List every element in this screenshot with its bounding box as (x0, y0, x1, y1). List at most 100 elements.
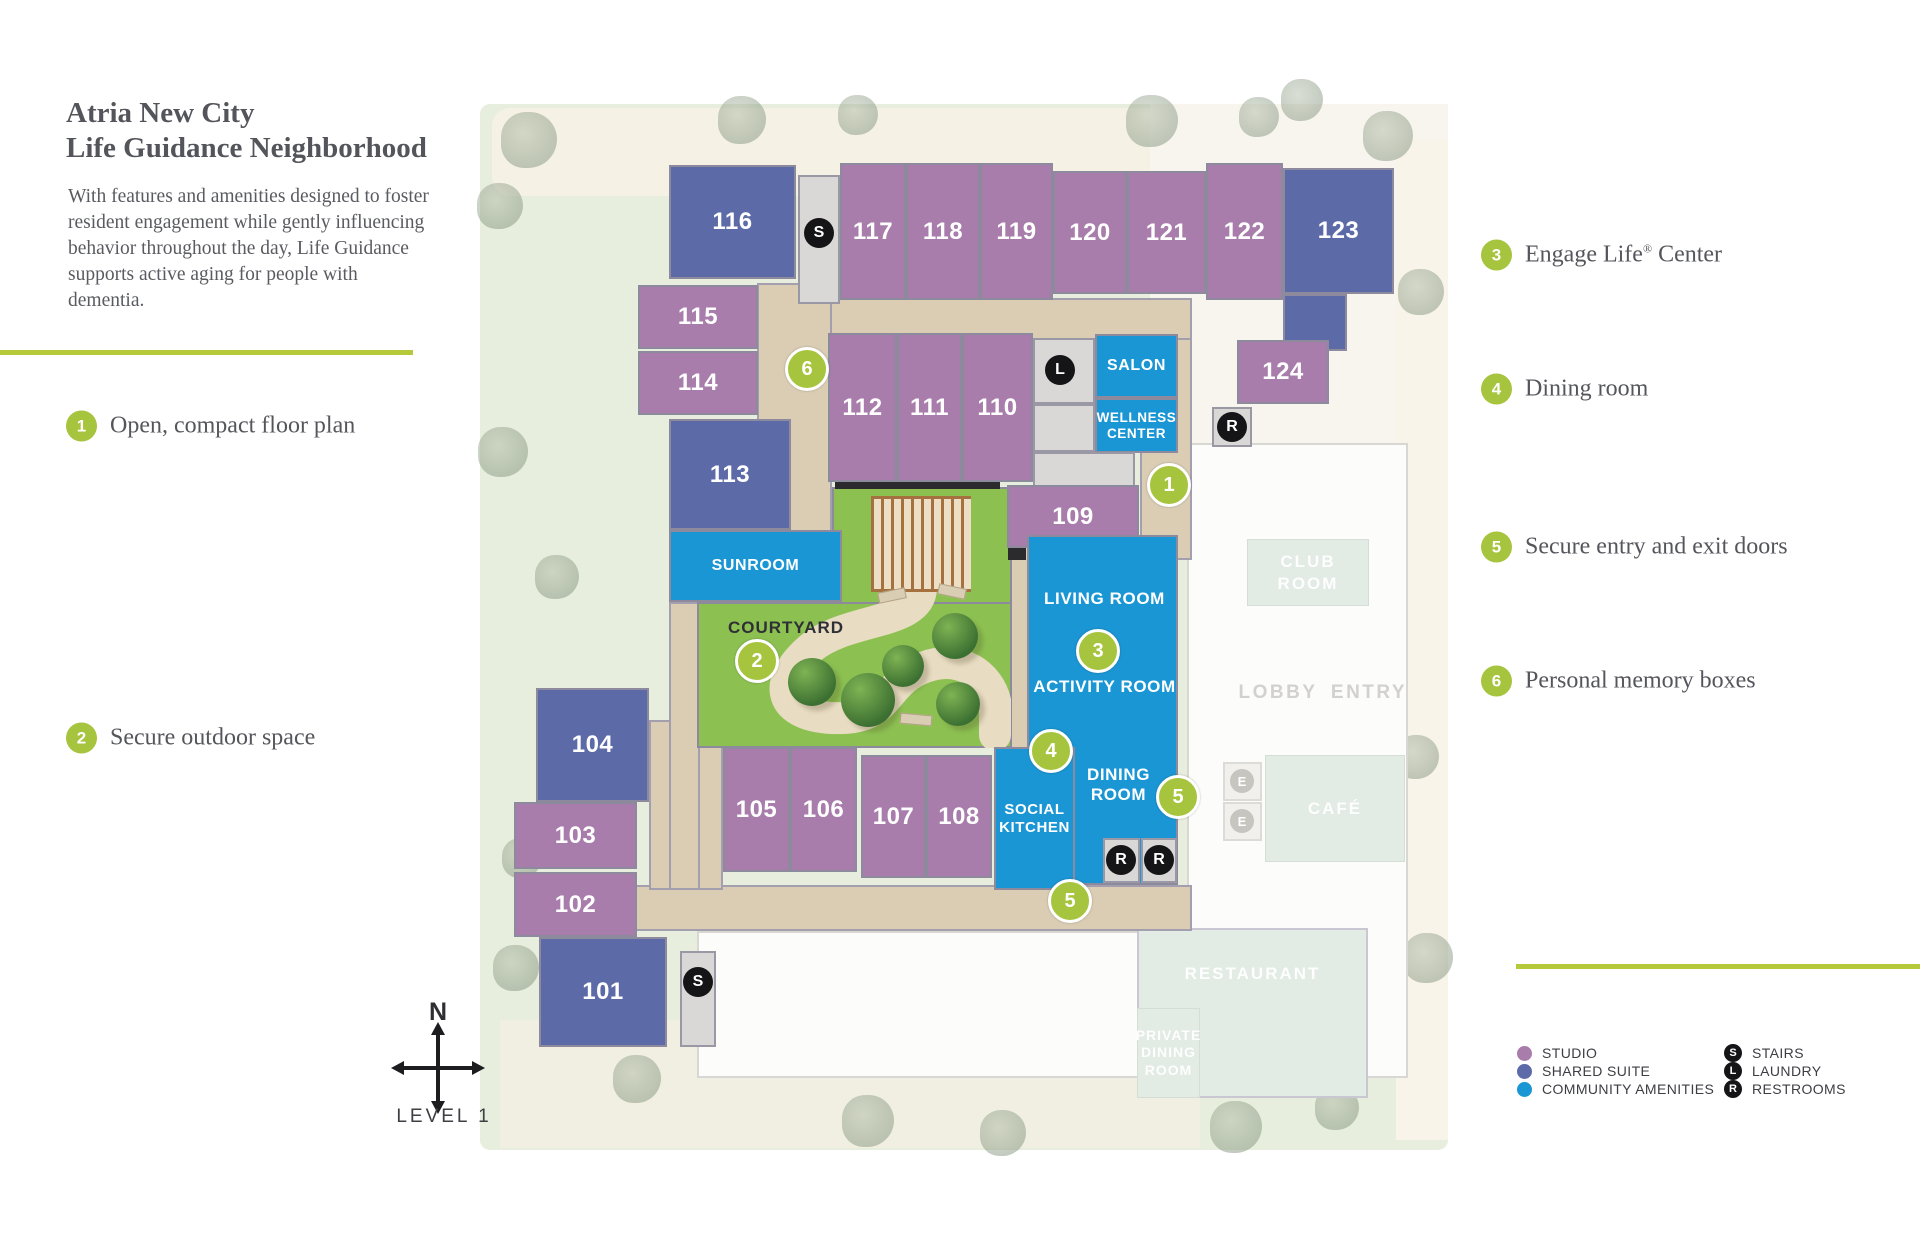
room-number: 110 (977, 393, 1018, 421)
room-112: 112 (828, 333, 897, 482)
social-kitchen: SOCIAL KITCHEN (994, 747, 1075, 890)
legend-room-types: STUDIO SHARED SUITE COMMUNITY AMENITIES (1517, 1044, 1714, 1098)
lobby-label: LOBBY (1238, 682, 1318, 703)
salon: SALON (1095, 334, 1178, 398)
dining-room-label: DINING ROOM (1086, 765, 1151, 804)
room-122: 122 (1206, 163, 1283, 300)
compass-arrow-south (431, 1101, 445, 1114)
legend-item-studio: STUDIO (1517, 1044, 1714, 1062)
room-number: 115 (677, 303, 719, 330)
room-101: 101 (539, 937, 667, 1047)
restroom-icon: R (1106, 845, 1136, 875)
compass-arrow-east (472, 1061, 485, 1075)
room-number: 120 (1069, 218, 1111, 246)
stairs-room-bottom (680, 951, 716, 1047)
community-swatch-icon (1517, 1081, 1532, 1097)
courtyard-tree-icon (841, 673, 895, 727)
plan-marker-6: 6 (785, 347, 829, 391)
tree-icon (535, 555, 579, 599)
cafe-label: CAFÉ (1307, 798, 1363, 818)
tree-icon (477, 183, 523, 229)
courtyard-tree-icon (936, 682, 980, 726)
feature-label: Open, compact floor plan (110, 412, 356, 439)
room-106: 106 (790, 747, 857, 872)
marker-1-badge: 1 (66, 410, 97, 442)
room-114: 114 (638, 351, 758, 415)
restaurant-label: RESTAURANT (1184, 964, 1321, 984)
tree-icon (1126, 95, 1178, 147)
corridor-courtyard-west (669, 602, 700, 890)
courtyard-tree-icon (882, 645, 924, 687)
legend-symbols: S STAIRS L LAUNDRY R RESTROOMS (1724, 1044, 1846, 1098)
stairs-icon: S (804, 218, 834, 248)
pergola (871, 496, 971, 592)
legend-item-community-amenities: COMMUNITY AMENITIES (1517, 1080, 1714, 1098)
compass-icon (404, 1066, 472, 1070)
room-number: 105 (735, 795, 778, 823)
legend-item-laundry: L LAUNDRY (1724, 1062, 1846, 1080)
tree-icon (842, 1095, 894, 1147)
room-number: 111 (910, 393, 949, 421)
shared-suite-swatch-icon (1517, 1063, 1532, 1079)
legend-label: LAUNDRY (1752, 1063, 1822, 1079)
plan-marker-5b: 5 (1048, 879, 1092, 923)
room-number: 117 (852, 217, 894, 245)
divider-right (1516, 964, 1920, 969)
plan-marker-2: 2 (735, 639, 779, 683)
compass-north-label: N (428, 998, 448, 1026)
room-number: 107 (872, 802, 915, 830)
compass-arrow-north (431, 1022, 445, 1035)
room-110: 110 (962, 333, 1033, 482)
private-dining-room: PRIVATE DINING ROOM (1135, 1008, 1202, 1098)
feature-secure-entry: 5 Secure entry and exit doors (1481, 531, 1788, 563)
room-number: 109 (1052, 502, 1094, 530)
club-room: CLUB ROOM (1247, 539, 1369, 606)
restroom-icon: R (1217, 412, 1247, 442)
plan-marker-5a: 5 (1156, 775, 1200, 819)
service-room (1033, 404, 1095, 452)
living-room-label: LIVING ROOM (1044, 589, 1165, 608)
marker-2-badge: 2 (66, 722, 97, 754)
room-102: 102 (514, 872, 637, 937)
page-title-line1: Atria New City (66, 97, 255, 129)
room-103: 103 (514, 802, 637, 869)
legend-item-shared-suite: SHARED SUITE (1517, 1062, 1714, 1080)
room-121: 121 (1127, 171, 1206, 294)
room-115: 115 (638, 285, 758, 349)
room-number: 103 (554, 821, 597, 849)
laundry-room (1033, 338, 1095, 404)
room-105: 105 (723, 747, 790, 872)
legend-label: SHARED SUITE (1542, 1063, 1651, 1079)
room-number: 123 (1317, 217, 1360, 244)
tree-icon (1403, 933, 1453, 983)
room-108: 108 (926, 755, 992, 878)
laundry-icon: L (1045, 355, 1075, 385)
courtyard-tree-icon (788, 658, 836, 706)
elevator-icon: E (1230, 809, 1254, 833)
room-number: 121 (1145, 218, 1188, 246)
legend-item-stairs: S STAIRS (1724, 1044, 1846, 1062)
studio-swatch-icon (1517, 1045, 1532, 1061)
laundry-icon: L (1724, 1062, 1742, 1080)
tree-icon (1210, 1101, 1262, 1153)
room-number: 124 (1262, 358, 1304, 385)
feature-label: Secure outdoor space (110, 724, 316, 751)
service-room (1033, 452, 1135, 487)
restroom-icon: R (1144, 845, 1174, 875)
feature-label-pre: Engage Life (1525, 241, 1643, 268)
tree-icon (838, 95, 878, 135)
feature-label: Engage Life® Center (1525, 242, 1722, 269)
salon-label: SALON (1107, 356, 1166, 374)
sunroom-label: SUNROOM (711, 556, 800, 574)
divider-left (0, 350, 413, 355)
room-number: 106 (802, 795, 845, 823)
faded-floor-area (697, 931, 1191, 1078)
restroom-icon: R (1724, 1080, 1742, 1098)
room-119: 119 (980, 163, 1053, 300)
plan-marker-3: 3 (1076, 629, 1120, 673)
room-123: 123 (1283, 168, 1394, 294)
activity-room-label: ACTIVITY ROOM (1033, 677, 1176, 696)
cafe: CAFÉ (1265, 755, 1405, 862)
private-dining-label: PRIVATE DINING ROOM (1135, 1026, 1202, 1078)
